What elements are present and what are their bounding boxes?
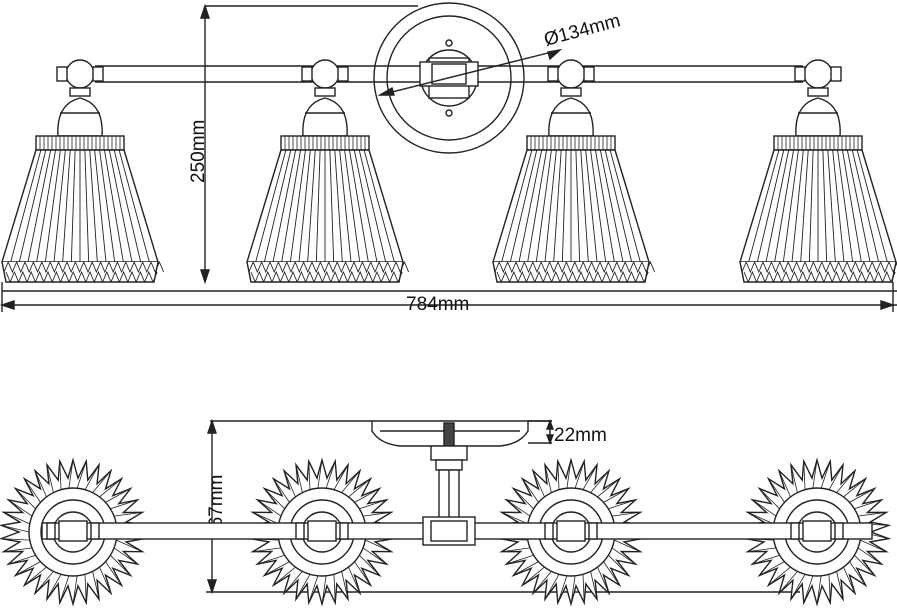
lamp-collar	[544, 520, 598, 542]
backplate-depth-label: 22mm	[554, 425, 607, 446]
front-view: Ø134mm 250mm 784mm	[0, 2, 897, 315]
central-stem	[430, 445, 468, 523]
backplate-profile	[210, 420, 552, 450]
lamp-collar	[790, 520, 844, 542]
top-collars	[46, 520, 844, 542]
height-dimension: 250mm	[188, 3, 210, 285]
projection-label: 167mm	[206, 475, 227, 538]
lamp-collar	[295, 520, 349, 542]
width-dimension: 784mm	[0, 282, 897, 315]
lamp-collar	[46, 520, 100, 542]
projection-dimension: 167mm	[206, 418, 800, 595]
height-label: 250mm	[188, 120, 209, 183]
width-label: 784mm	[406, 294, 469, 315]
top-view: 22mm 167mm	[0, 418, 892, 607]
front-lamps	[1, 59, 897, 284]
front-lamp	[1, 59, 165, 284]
backplate-depth-dimension: 22mm	[528, 419, 607, 446]
mount-diameter-label: Ø134mm	[542, 10, 623, 51]
arm-bar	[95, 61, 803, 87]
front-lamp	[739, 59, 897, 284]
arm-bar-top	[41, 516, 873, 546]
front-lamp	[492, 59, 656, 284]
front-lamp	[246, 59, 410, 284]
